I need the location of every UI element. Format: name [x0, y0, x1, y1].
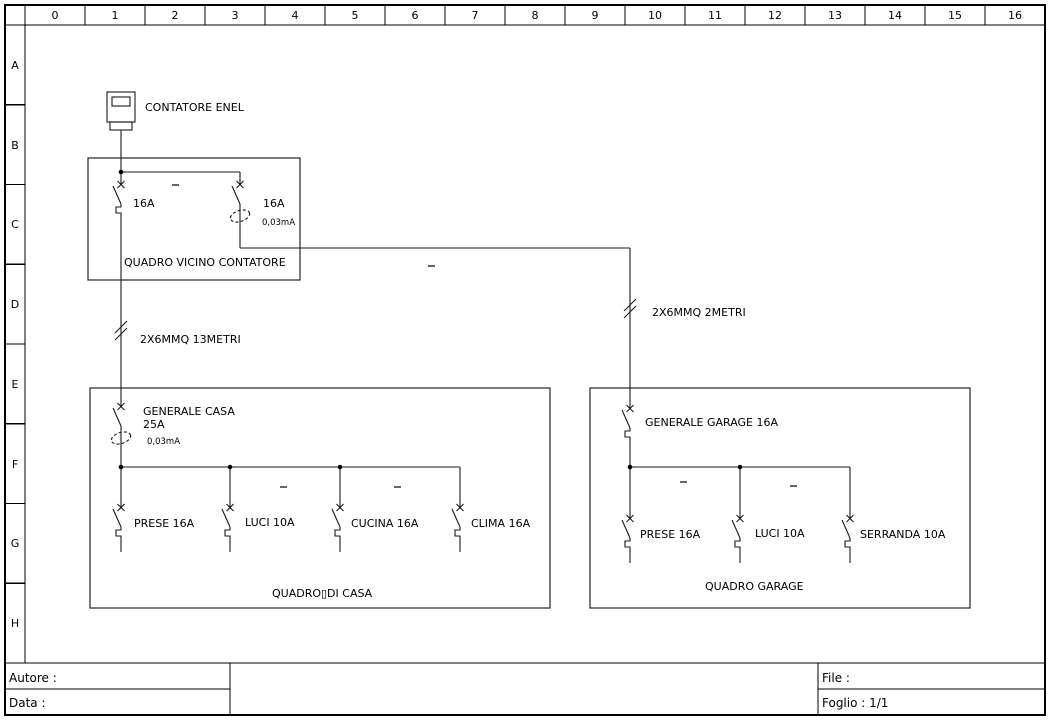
quadro-garage-box: [589, 387, 971, 609]
ruler-col-label: 3: [232, 9, 239, 22]
ruler-col-label: 0: [52, 9, 59, 22]
casa-branch-label: CUCINA 16A: [351, 517, 419, 530]
breaker-garage-serranda-icon: [841, 511, 855, 554]
breaker-casa-clima-icon: [451, 500, 465, 543]
junction-dots: [118, 169, 743, 470]
breaker-casa-prese-icon: [112, 500, 126, 543]
ruler-col-label: 10: [648, 9, 662, 22]
ruler-col-label: 2: [172, 9, 179, 22]
row-ruler-ticks: [5, 104, 25, 584]
autore-label: Autore :: [9, 671, 57, 685]
qc-breaker-right-rating: 16A: [263, 197, 285, 210]
meter-label: CONTATORE ENEL: [145, 101, 245, 114]
qc-breaker-right-sensitivity: 0,03mA: [262, 218, 295, 228]
quadro-garage-title: QUADRO GARAGE: [705, 580, 804, 593]
generale-garage-name: GENERALE GARAGE 16A: [645, 416, 778, 429]
ruler-row-label: A: [11, 59, 19, 72]
foglio-label: Foglio : 1/1: [822, 696, 888, 710]
breaker-qc-left-icon: [112, 177, 126, 220]
ruler-col-label: 13: [828, 9, 842, 22]
data-label: Data :: [9, 696, 46, 710]
ruler-col-label: 12: [768, 9, 782, 22]
ruler-row-label: G: [11, 537, 20, 550]
quadro-contatore-title: QUADRO VICINO CONTATORE: [124, 256, 286, 269]
energy-meter-icon: [106, 91, 136, 131]
ruler-col-label: 15: [948, 9, 962, 22]
column-ruler-ticks: [84, 5, 986, 25]
ruler-col-label: 9: [592, 9, 599, 22]
breaker-garage-luci-icon: [731, 511, 745, 554]
drawing-frame: [3, 3, 1047, 717]
quadro-contatore-box: [87, 157, 301, 281]
title-block: [5, 662, 1045, 715]
generale-casa-rating: 25A: [143, 418, 165, 431]
quadro-casa-box: [89, 387, 551, 609]
generale-casa-sensitivity: 0,03mA: [147, 437, 180, 447]
garage-branch-label: SERRANDA 10A: [860, 528, 946, 541]
breaker-generale-casa-icon: [109, 399, 133, 451]
breaker-generale-garage-icon: [621, 401, 635, 444]
ruler-col-label: 8: [532, 9, 539, 22]
ruler-row-label: C: [11, 218, 19, 231]
breaker-garage-prese-icon: [621, 511, 635, 554]
ruler-row-label: B: [11, 139, 19, 152]
file-label: File :: [822, 671, 850, 685]
ruler-col-label: 14: [888, 9, 902, 22]
wire-marks: [172, 184, 797, 488]
ruler-row-label: E: [12, 378, 19, 391]
cable-garage-label: 2X6MMQ 2METRI: [652, 306, 746, 319]
wiring: [120, 130, 851, 563]
ruler-col-label: 5: [352, 9, 359, 22]
breaker-qc-right-diff-icon: [228, 177, 252, 229]
quadro-casa-title: QUADRO▯DI CASA: [272, 587, 373, 600]
casa-branch-label: CLIMA 16A: [471, 517, 531, 530]
ruler-col-label: 16: [1008, 9, 1022, 22]
breaker-casa-luci-icon: [221, 500, 235, 543]
casa-branch-label: LUCI 10A: [245, 516, 295, 529]
ruler-col-label: 4: [292, 9, 299, 22]
ruler-col-label: 7: [472, 9, 479, 22]
casa-branch-label: PRESE 16A: [134, 517, 195, 530]
garage-branch-label: LUCI 10A: [755, 527, 805, 540]
generale-casa-name: GENERALE CASA: [143, 405, 235, 418]
ruler-col-label: 6: [412, 9, 419, 22]
ruler-row-label: F: [12, 458, 18, 471]
breaker-casa-cucina-icon: [331, 500, 345, 543]
qc-breaker-left-rating: 16A: [133, 197, 155, 210]
ruler-row-label: D: [11, 298, 19, 311]
row-ruler: A B C D E F G H: [11, 59, 20, 630]
ruler-row-label: H: [11, 617, 19, 630]
ruler-col-label: 1: [112, 9, 119, 22]
column-ruler: 0 1 2 3 4 5 6 7 8 9 10 11 12 13 14 15 16: [52, 9, 1023, 22]
ruler-col-label: 11: [708, 9, 722, 22]
page-border: [3, 3, 1047, 717]
title-block-labels: Autore : Data : File : Foglio : 1/1: [9, 671, 888, 710]
cable-casa-label: 2X6MMQ 13METRI: [140, 333, 241, 346]
garage-branch-label: PRESE 16A: [640, 528, 701, 541]
